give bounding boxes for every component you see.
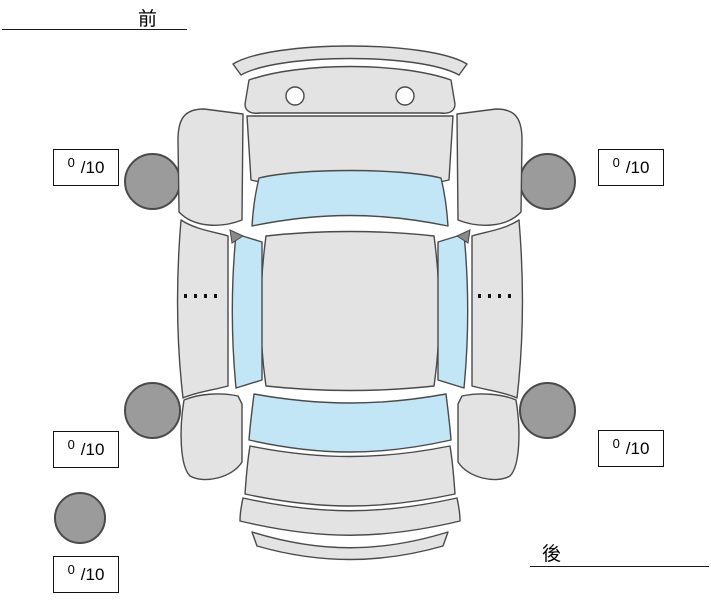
tire-score-value: 0 xyxy=(67,437,75,452)
trunk xyxy=(244,445,456,507)
tire-front-left-icon xyxy=(124,153,181,210)
tire-rear-right-icon xyxy=(519,382,576,439)
tire-score-spare: 0 /10 xyxy=(53,556,119,593)
tire-score-value: 0 xyxy=(67,155,75,170)
mirror-right-icon xyxy=(455,229,471,244)
tire-spare-icon xyxy=(54,492,106,544)
front-bumper xyxy=(244,65,456,114)
rear-label: 後 xyxy=(542,544,563,565)
tire-score-front-right: 0 /10 xyxy=(598,149,664,186)
mirror-left-icon xyxy=(229,229,245,244)
tire-score-rear-left: 0 /10 xyxy=(53,431,119,468)
tire-rear-left-icon xyxy=(124,382,181,439)
rear-underline xyxy=(530,566,709,567)
car-details-group xyxy=(285,86,415,106)
tire-score-max: /10 xyxy=(80,157,105,177)
tire-score-max: /10 xyxy=(80,564,105,584)
windshield xyxy=(251,169,449,227)
front-spoiler xyxy=(232,45,468,76)
car-glass-group xyxy=(231,169,469,453)
front-underline xyxy=(2,29,187,30)
tire-score-max: /10 xyxy=(625,438,650,458)
rear-window xyxy=(248,393,452,453)
side-panel-left xyxy=(176,219,229,399)
tire-score-rear-right: 0 /10 xyxy=(598,430,664,467)
side-window-right xyxy=(437,233,469,389)
rear-bumper xyxy=(239,497,461,536)
side-mirrors xyxy=(229,229,471,244)
rear-fender-right xyxy=(457,393,520,481)
tire-score-value: 0 xyxy=(67,562,75,577)
rear-lower-arc xyxy=(251,531,449,561)
tire-score-front-left: 0 /10 xyxy=(53,149,119,186)
front-fender-left xyxy=(177,108,244,226)
side-panel-right xyxy=(471,219,524,399)
tire-score-max: /10 xyxy=(80,439,105,459)
car-body-group xyxy=(176,45,524,561)
tire-score-value: 0 xyxy=(612,155,620,170)
front-fender-right xyxy=(456,108,523,226)
tire-score-max: /10 xyxy=(625,157,650,177)
headlight-washer-left-icon xyxy=(285,86,305,106)
side-window-left xyxy=(231,233,263,389)
roof xyxy=(260,230,440,392)
rear-fender-left xyxy=(180,393,243,481)
headlight-washer-right-icon xyxy=(395,86,415,106)
front-label: 前 xyxy=(138,9,159,30)
tire-score-value: 0 xyxy=(612,436,620,451)
